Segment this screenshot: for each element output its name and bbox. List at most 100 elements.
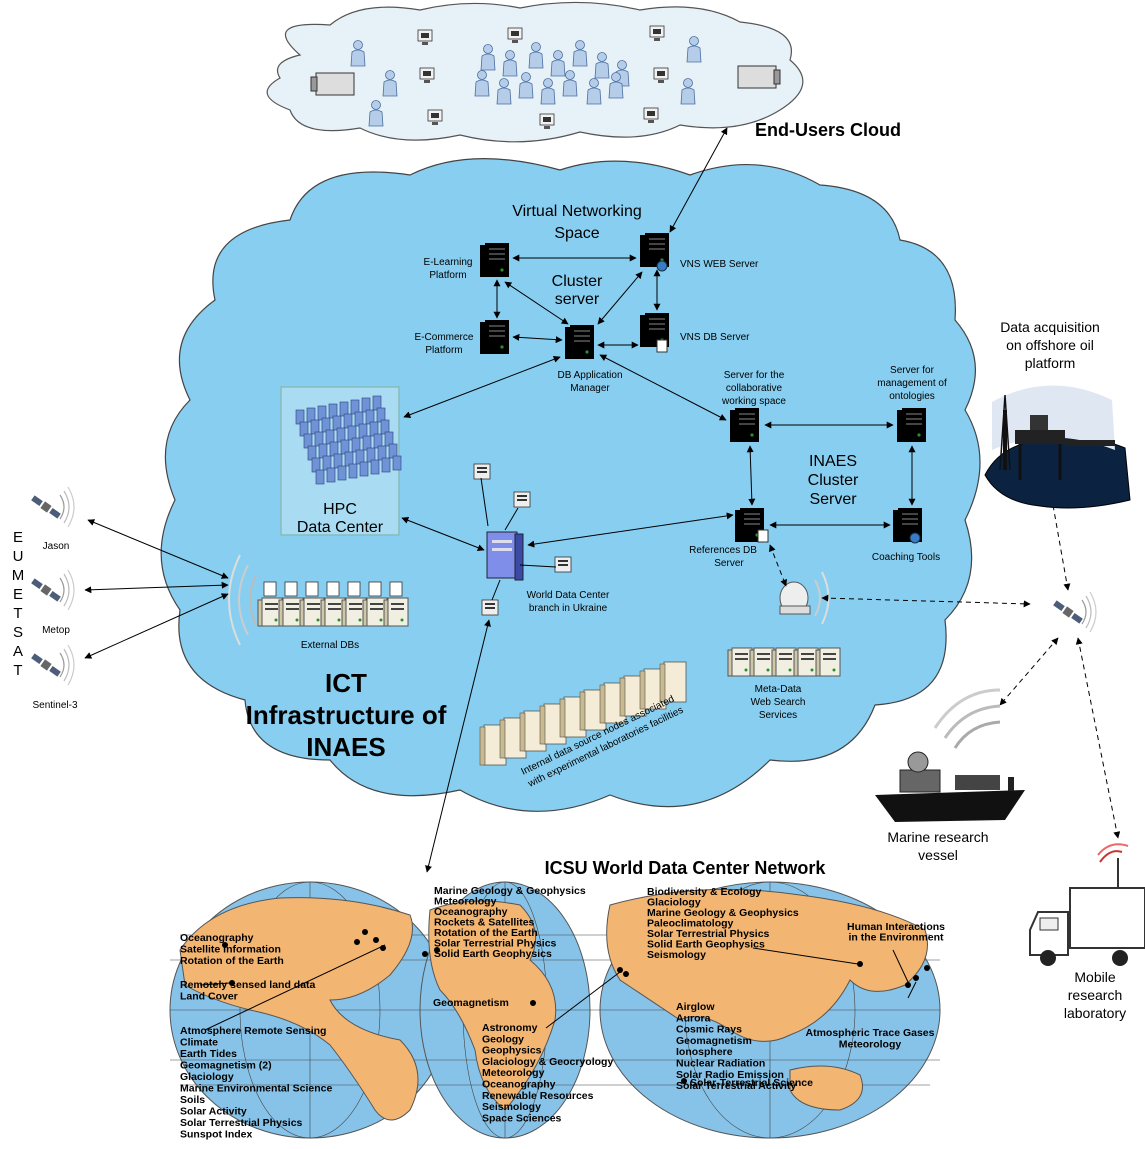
map-label-americas_top: Satellite Information bbox=[180, 944, 281, 956]
dbapp-label-2: Manager bbox=[570, 383, 610, 394]
map-label-americas_bottom: Climate bbox=[180, 1037, 218, 1049]
meta-label-3: Services bbox=[759, 710, 797, 721]
map-label-atmos: Meteorology bbox=[839, 1038, 902, 1050]
oil-label-1: Data acquisition bbox=[1000, 319, 1100, 335]
map-label-japan: Aurora bbox=[676, 1012, 711, 1024]
external-db-server bbox=[341, 597, 367, 627]
map-label-americas_bottom: Sunspot Index bbox=[180, 1129, 252, 1141]
map-label-geomagnetism: Geomagnetism bbox=[433, 997, 509, 1009]
ecommerce-label-1: E-Commerce bbox=[415, 332, 474, 343]
eumetsat-letter: T bbox=[13, 605, 22, 622]
external-dbs-icon bbox=[228, 554, 409, 646]
map-label-japan: Airglow bbox=[676, 1001, 715, 1013]
map-label-russia: Seismology bbox=[482, 1101, 541, 1113]
ict-title-1: ICT bbox=[325, 668, 367, 698]
eumetsat-letter: S bbox=[13, 624, 23, 641]
globe-icon bbox=[656, 260, 921, 544]
map-label-human: in the Environment bbox=[848, 932, 944, 944]
map-label-americas_top: Oceanography bbox=[180, 932, 254, 944]
inaes-cloud: Virtual Networking Space ICT Infrastruct… bbox=[160, 158, 981, 812]
map-label-americas_bottom: Glaciology bbox=[180, 1071, 234, 1083]
end-user-server-right bbox=[737, 65, 781, 89]
map-label-japan: Solar Radio Emission bbox=[676, 1069, 784, 1081]
map-label-americas_mid: Land Cover bbox=[180, 991, 238, 1003]
map-label-russia: Geophysics bbox=[482, 1045, 542, 1057]
internal-node-side bbox=[579, 691, 586, 731]
map-label-russia: Glaciology & Geocryology bbox=[482, 1056, 613, 1068]
map-label-asia_top: Biodiversity & Ecology bbox=[647, 886, 762, 898]
oil-label-2: on offshore oil bbox=[1006, 337, 1094, 353]
collab-label-1: Server for the bbox=[724, 370, 785, 381]
map-label-solar-terrestrial: Solar-Terrestrial Science bbox=[690, 1077, 813, 1089]
hpc-rack bbox=[315, 469, 325, 485]
refdb-label-2: Server bbox=[714, 558, 744, 569]
end-users-cloud-label: End-Users Cloud bbox=[755, 120, 901, 140]
eumetsat-letter: E bbox=[13, 586, 23, 603]
database-icon bbox=[656, 339, 769, 543]
cluster-label-1: Cluster bbox=[552, 273, 603, 290]
lab-label-1: Mobile bbox=[1074, 969, 1115, 985]
map-label-americas_mid: Remotely sensed land data bbox=[180, 979, 316, 991]
external-dbs-label: External DBs bbox=[301, 640, 359, 651]
map-label-europe: Marine Geology & Geophysics bbox=[434, 885, 586, 897]
external-db-server bbox=[299, 597, 325, 627]
external-db-server bbox=[278, 597, 304, 627]
onto-label-3: ontologies bbox=[889, 391, 935, 402]
connections bbox=[84, 127, 1121, 873]
external-db-cap bbox=[284, 581, 298, 597]
map-label-japan: Ionosphere bbox=[676, 1046, 733, 1058]
inaes-cluster-label-3: Server bbox=[809, 491, 857, 508]
vns-label-2: Space bbox=[554, 225, 599, 242]
wdc-branch-server-icon bbox=[486, 531, 524, 581]
map-pointers bbox=[199, 944, 917, 1031]
eumetsat-letter: A bbox=[13, 643, 23, 660]
map-label-americas_bottom: Geomagnetism (2) bbox=[180, 1060, 272, 1072]
map-label-europe: Meteorology bbox=[434, 896, 497, 908]
map-label-asia_top: Seismology bbox=[647, 949, 706, 961]
eumetsat-letter: E bbox=[13, 529, 23, 546]
map-label-americas_bottom: Solar Terrestrial Physics bbox=[180, 1117, 303, 1129]
map-label-americas_bottom: Earth Tides bbox=[180, 1048, 237, 1060]
vns-label-1: Virtual Networking bbox=[512, 203, 642, 220]
hpc-rack bbox=[392, 455, 402, 471]
hpc-rack-icon bbox=[280, 386, 402, 536]
external-db-server bbox=[320, 597, 346, 627]
internal-node-side bbox=[599, 684, 606, 724]
internal-node-side bbox=[659, 663, 666, 703]
internal-node-side bbox=[479, 726, 486, 766]
wdc-label-2: branch in Ukraine bbox=[529, 603, 608, 614]
map-label-japan: Nuclear Radiation bbox=[676, 1058, 765, 1070]
hpc-label-1: HPC bbox=[323, 501, 357, 518]
hpc-rack bbox=[370, 459, 380, 475]
hpc-rack bbox=[326, 467, 336, 483]
external-db-server bbox=[257, 597, 283, 627]
map-label-russia: Space Sciences bbox=[482, 1112, 562, 1124]
elearning-label-2: Platform bbox=[429, 270, 466, 281]
onto-label-1: Server for bbox=[890, 365, 935, 376]
map-label-asia_top: Marine Geology & Geophysics bbox=[647, 907, 799, 919]
map-label-europe: Rotation of the Earth bbox=[434, 927, 538, 939]
ict-title-3: INAES bbox=[306, 732, 385, 762]
meta-label-2: Web Search bbox=[751, 697, 806, 708]
map-label-asia_top: Solid Earth Geophysics bbox=[647, 939, 765, 951]
end-users-cloud: End-Users Cloud bbox=[266, 1, 901, 143]
wdc-network-title: ICSU World Data Center Network bbox=[545, 858, 827, 878]
vessel-label-1: Marine research bbox=[887, 829, 988, 845]
internal-nodes-icon bbox=[479, 661, 687, 766]
wdc-label-1: World Data Center bbox=[527, 590, 610, 601]
globe-map-icon bbox=[169, 881, 941, 1139]
sentinel-label: Sentinel-3 bbox=[32, 700, 77, 711]
eumetsat-letter: U bbox=[13, 548, 24, 565]
truck-icon bbox=[1029, 843, 1145, 966]
internal-node-side bbox=[539, 705, 546, 745]
map-label-asia_top: Solar Terrestrial Physics bbox=[647, 928, 770, 940]
map-label-europe: Solar Terrestrial Physics bbox=[434, 938, 557, 950]
map-label-americas_bottom: Marine Environmental Science bbox=[180, 1083, 332, 1095]
internal-node-side bbox=[499, 719, 506, 759]
map-label-russia: Meteorology bbox=[482, 1067, 545, 1079]
oil-platform-icon bbox=[984, 385, 1131, 509]
oil-label-3: platform bbox=[1025, 355, 1076, 371]
meta-data-servers-icon bbox=[727, 647, 841, 677]
